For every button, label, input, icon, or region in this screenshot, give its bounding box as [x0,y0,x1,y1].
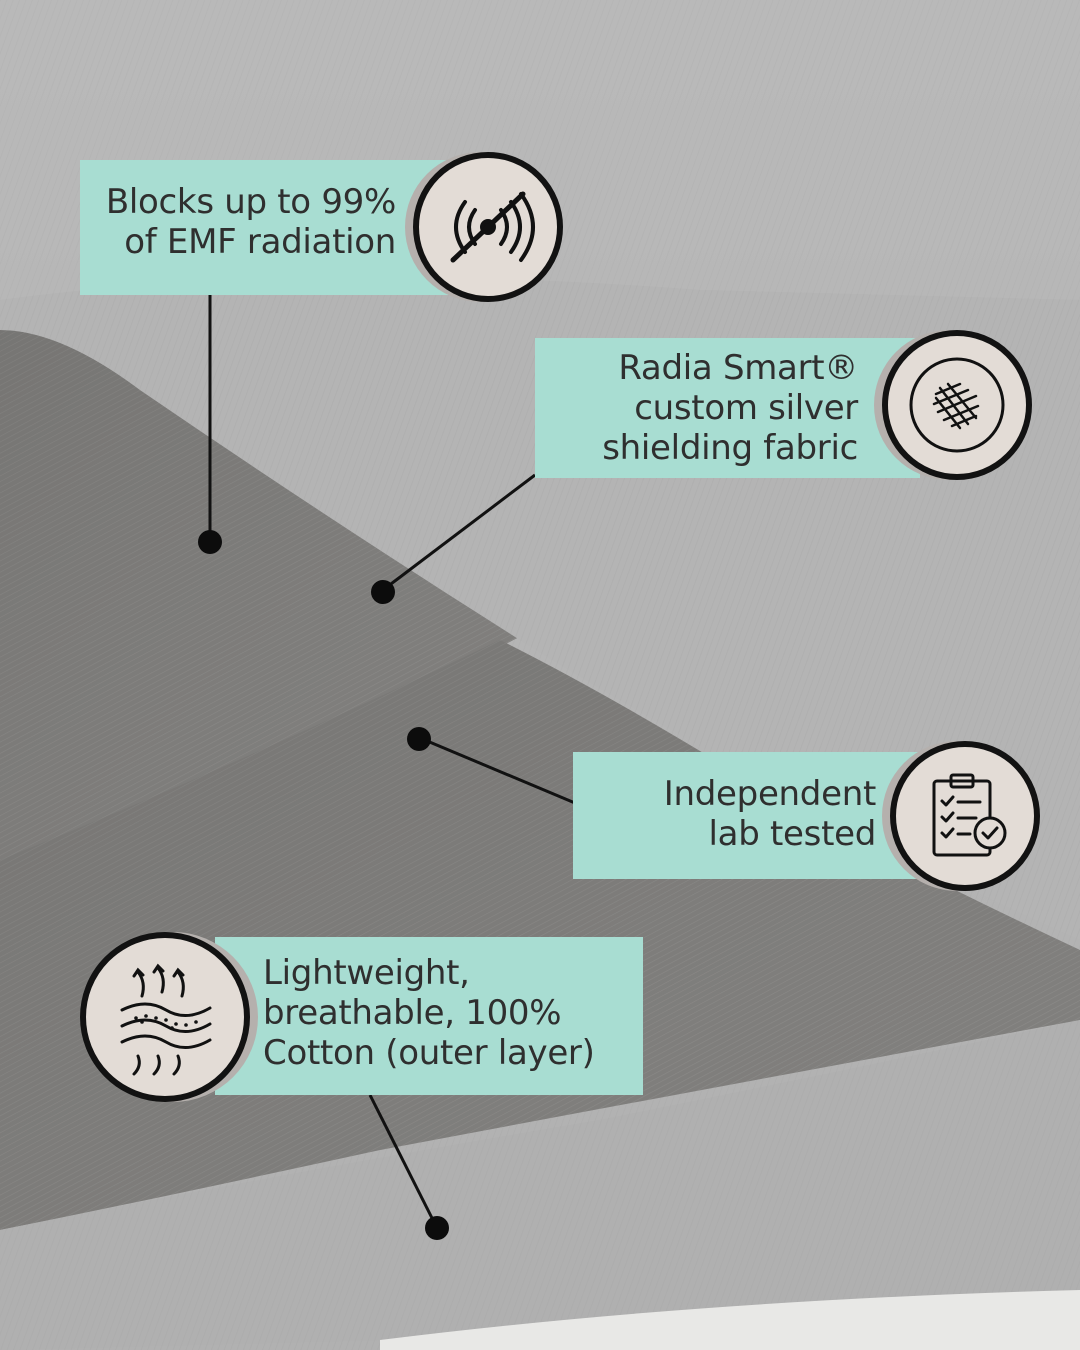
clipboard-check-icon [932,773,1007,857]
callout-fabric-line-1: Radia Smart® [618,348,858,388]
callout-lab-label: Independent lab tested [573,752,918,879]
leader-dot-emf [198,530,222,554]
callout-fabric-line-3: shielding fabric [602,428,858,468]
leader-dot-fabric [371,580,395,604]
callout-fabric-badge [882,330,1032,480]
woven-fabric-icon [909,357,1005,453]
callout-cotton-line-3: Cotton (outer layer) [263,1033,595,1073]
leader-line-cotton [368,1094,439,1229]
callout-fabric-label: Radia Smart® custom silver shielding fab… [535,338,920,478]
callout-cotton-line-1: Lightweight, [263,953,470,993]
callout-lab-line-1: Independent [663,774,877,814]
leader-dot-cotton [425,1216,449,1240]
callout-emf-line-1: Blocks up to 99% [105,182,396,222]
callout-emf-badge [413,152,563,302]
leader-dot-lab [407,727,431,751]
callout-emf-line-2: of EMF radiation [124,222,396,262]
callout-cotton-line-2: breathable, 100% [263,993,562,1033]
leader-line-fabric [382,473,536,592]
breathable-layers-icon [120,963,212,1076]
callout-cotton-badge [80,932,250,1102]
callout-cotton-label: Lightweight, breathable, 100% Cotton (ou… [215,937,643,1095]
no-signal-icon [450,191,535,263]
callout-fabric-line-2: custom silver [634,388,858,428]
callout-lab-badge [890,741,1040,891]
leader-line-lab [419,736,576,805]
callout-lab-line-2: lab tested [708,814,877,854]
